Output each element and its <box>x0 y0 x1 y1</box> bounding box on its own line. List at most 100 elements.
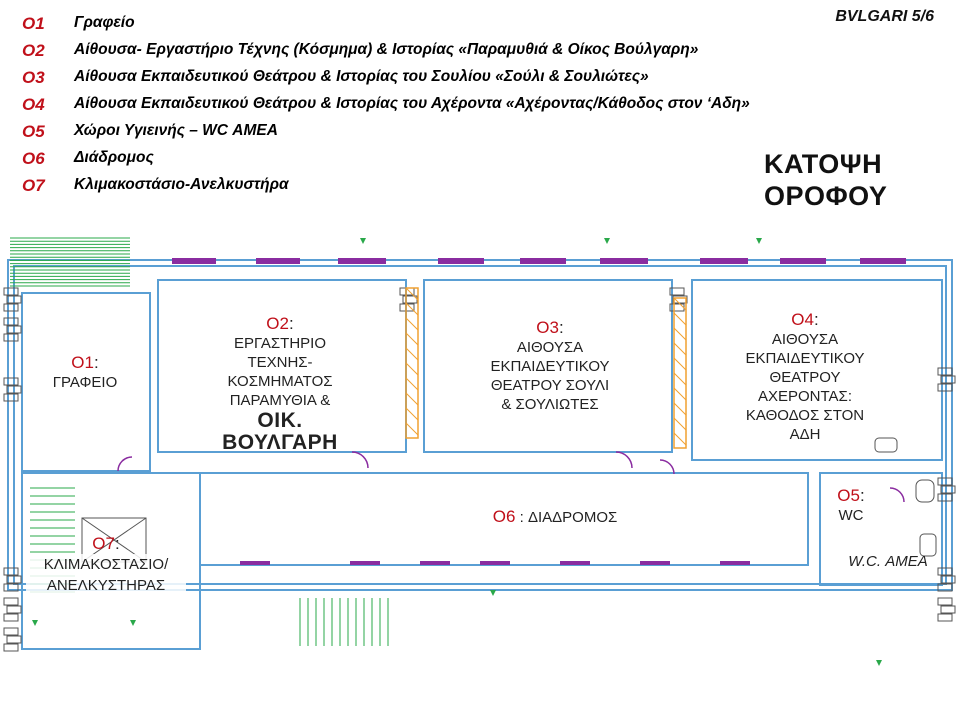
stone-block <box>6 575 22 584</box>
partition-hatch <box>405 332 419 346</box>
room-name-line-emphasis: ΒΟΥΛΓΑΡΗ <box>222 431 338 454</box>
partition-hatch <box>673 357 687 371</box>
room-name-line: ΓΡΑΦΕΙΟ <box>52 374 118 391</box>
partition-hatch <box>405 392 419 406</box>
partition-hatch <box>405 287 419 301</box>
room-code: O1 <box>71 353 94 372</box>
window <box>600 258 648 264</box>
stone-block <box>937 493 953 502</box>
stone-block <box>3 583 19 592</box>
room-name-line: ΕΚΠΑΙΔΕΥΤΙΚΟΥ <box>745 350 865 367</box>
legend-code: O4 <box>22 95 45 114</box>
stone-block <box>6 385 22 394</box>
stone-block <box>6 635 22 644</box>
legend-code: O7 <box>22 176 45 195</box>
partition-hatch <box>405 362 419 376</box>
stone-block <box>6 325 22 334</box>
stone-block <box>937 583 953 592</box>
legend-text: Αίθουσα Εκπαιδευτικού Θεάτρου & Ιστορίας… <box>74 68 649 85</box>
stone-block <box>6 605 22 614</box>
room-name-line: ΘΕΑΤΡΟΥ ΣΟΥΛΙ <box>490 377 610 394</box>
room-name-line: ΔΙΑΔΡΟΜΟΣ <box>527 509 618 526</box>
room-name-line: ΕΡΓΑΣΤΗΡΙΟ <box>233 335 326 352</box>
partition-frame <box>673 297 687 449</box>
legend-code: O1 <box>22 14 45 33</box>
level-marker <box>130 620 136 626</box>
level-marker <box>490 590 496 596</box>
window <box>700 258 748 264</box>
legend-code: O5 <box>22 122 45 141</box>
legend-code: O2 <box>22 41 45 60</box>
stone-block <box>940 375 956 384</box>
doors <box>117 451 905 503</box>
partition-hatch <box>405 317 419 331</box>
door-o1 <box>117 456 133 472</box>
windows <box>172 258 906 565</box>
partition-hatch <box>673 402 687 416</box>
legend-code: O3 <box>22 68 45 87</box>
room-code: O7 <box>92 534 115 553</box>
partition-hatch <box>673 417 687 431</box>
stone-block <box>3 377 19 386</box>
window <box>172 258 216 264</box>
stone-block <box>3 393 19 402</box>
door-o4 <box>659 459 675 475</box>
plan-title-line-2: ΟΡΟΦΟΥ <box>764 181 888 211</box>
stone-block <box>3 317 19 326</box>
room-name-line: ΑΔΗ <box>789 426 821 443</box>
wc-fixtures <box>874 437 937 557</box>
room-code: O3 <box>536 318 559 337</box>
toilet-fixture <box>915 479 935 503</box>
room-o5-walls <box>819 472 943 586</box>
legend-code: O6 <box>22 149 45 168</box>
partition-hatch <box>673 342 687 356</box>
level-marker <box>876 660 882 666</box>
room-name-line: ΑΙΘΟΥΣΑ <box>516 339 584 356</box>
stair-hall-walls <box>21 472 201 650</box>
room-name-line: WC <box>838 507 864 524</box>
window <box>256 258 300 264</box>
glass-partitions <box>405 287 687 449</box>
level-marker <box>756 238 762 244</box>
room-name-line: ΠΑΡΑΜΥΘΙΑ & <box>229 392 331 409</box>
room-o2-label: O2: ΕΡΓΑΣΤΗΡΙΟ ΤΕΧΝΗΣ- ΚΟΣΜΗΜΑΤΟΣ ΠΑΡΑΜΥ… <box>200 314 360 454</box>
stone-block <box>937 567 953 576</box>
level-marker <box>360 238 366 244</box>
legend-text: Αίθουσα Εκπαιδευτικού Θεάτρου & Ιστορίας… <box>74 95 750 112</box>
legend-text: Διάδρομος <box>74 149 154 166</box>
room-o7-label: O7: ΚΛΙΜΑΚΟΣΤΑΣΙΟ/ ΑΝΕΛΚΥΣΤΗΡΑΣ <box>26 534 186 596</box>
partition-hatch <box>405 422 419 436</box>
stone-block <box>3 567 19 576</box>
room-o4-walls <box>691 279 943 461</box>
sink-fixture <box>919 533 937 557</box>
partition-hatch <box>673 372 687 386</box>
partition-hatch <box>405 302 419 316</box>
stone-block <box>937 477 953 486</box>
partition-walls <box>21 279 943 650</box>
level-markers <box>32 238 882 666</box>
window <box>560 561 590 565</box>
stone-block <box>3 333 19 342</box>
stone-block <box>937 383 953 392</box>
room-name-line: ΕΚΠΑΙΔΕΥΤΙΚΟΥ <box>490 358 610 375</box>
window <box>338 258 386 264</box>
partition-hatch <box>405 377 419 391</box>
partition-hatch <box>405 347 419 361</box>
room-name-line: & ΣΟΥΛΙΩΤΕΣ <box>501 396 599 413</box>
door-o3 <box>615 451 633 469</box>
partition-hatch <box>673 432 687 446</box>
partition-hatch <box>673 327 687 341</box>
window <box>420 561 450 565</box>
window <box>480 561 510 565</box>
window <box>640 561 670 565</box>
plan-title-line-1: ΚΑΤΟΨΗ <box>764 149 883 179</box>
window <box>780 258 826 264</box>
window <box>438 258 484 264</box>
room-o3-label: O3: ΑΙΘΟΥΣΑ ΕΚΠΑΙΔΕΥΤΙΚΟΥ ΘΕΑΤΡΟΥ ΣΟΥΛΙ … <box>470 318 630 414</box>
room-name-line: ΑΧΕΡΟΝΤΑΣ: <box>757 388 852 405</box>
legend-text: Χώροι Υγιεινής – WC ΑΜΕΑ <box>74 122 278 139</box>
stone-block <box>3 303 19 312</box>
stone-block <box>937 613 953 622</box>
legend-text: Αίθουσα- Εργαστήριο Τέχνης (Κόσμημα) & Ι… <box>74 41 699 58</box>
room-code: O6 <box>492 507 516 526</box>
